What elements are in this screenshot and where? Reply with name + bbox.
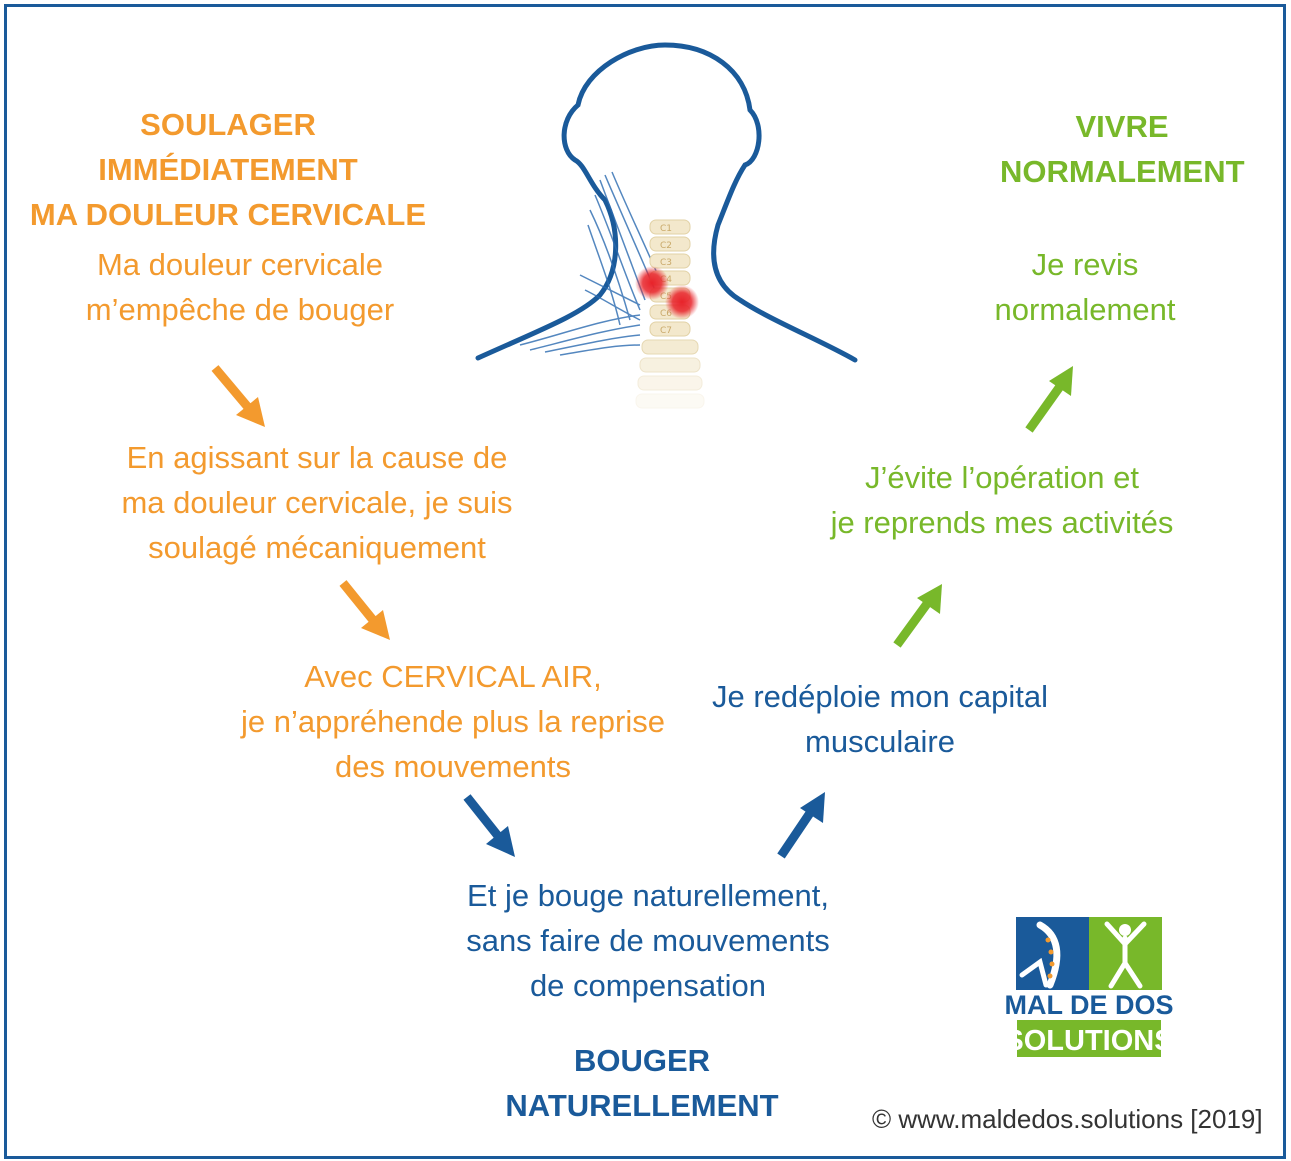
title-line: BOUGER [573,1043,711,1078]
title-soulager: SOULAGER IMMÉDIATEMENT MA DOULEUR CERVIC… [28,102,428,237]
step-cervical-air: Avec CERVICAL AIR, je n’appréhende plus … [233,654,673,789]
vertebra-label: C2 [660,241,672,251]
arrow-icon [1025,366,1073,433]
title-line: VIVRE [1075,109,1169,144]
step-line: ma douleur cervicale, je suis [121,485,513,520]
vertebra-label: C3 [660,258,672,268]
pain-spot [635,266,669,300]
step-line: de compensation [529,968,767,1003]
title-vivre: VIVRE NORMALEMENT [1000,104,1245,194]
step-line: Avec CERVICAL AIR, [304,659,602,694]
step-evite: J’évite l’opération et je reprends mes a… [820,455,1184,545]
vertebra-label: C6 [660,309,672,319]
vertebra-label: C1 [660,224,672,234]
step-line: normalement [994,292,1176,327]
step-line: je n’appréhende plus la reprise [241,704,665,739]
title-line: SOULAGER IMMÉDIATEMENT [98,107,358,187]
title-line: NATURELLEMENT [505,1088,779,1123]
step-line: En agissant sur la cause de [126,440,508,475]
step-line: Je redéploie mon capital [711,679,1049,714]
arrow-icon [777,792,825,859]
step-line: des mouvements [334,749,572,784]
step-redeploie: Je redéploie mon capital musculaire [700,674,1060,764]
spine-figure-icon [1036,921,1061,989]
step-bouge: Et je bouge naturellement, sans faire de… [448,873,848,1008]
step-revis: Je revis normalement [975,242,1195,332]
pain-spot [665,285,699,319]
step-line: sans faire de mouvements [466,923,830,958]
step-line: musculaire [805,724,955,759]
arrow-icon [463,794,515,857]
step-line: J’évite l’opération et [865,460,1139,495]
step-line: soulagé mécaniquement [148,530,486,565]
title-line: NORMALEMENT [1000,154,1245,189]
step-douleur: Ma douleur cervicale m’empêche de bouger [60,242,420,332]
step-agissant: En agissant sur la cause de ma douleur c… [107,435,527,570]
person-figure-icon [1104,921,1147,989]
step-line: Je revis [1031,247,1139,282]
title-line: MA DOULEUR CERVICALE [29,197,427,232]
logo-line-1: MAL DE DOS [1004,990,1173,1020]
step-line: Ma douleur cervicale [96,247,384,282]
copyright: © www.maldedos.solutions [2019] [872,1104,1263,1134]
step-line: m’empêche de bouger [85,292,395,327]
vertebra-label: C7 [660,326,672,336]
arrow-icon [893,584,942,648]
arrow-icon [211,365,265,427]
step-line: je reprends mes activités [830,505,1174,540]
step-line: Et je bouge naturellement, [467,878,829,913]
arrow-icon [339,580,390,640]
title-bouger: BOUGER NATURELLEMENT [492,1038,792,1128]
logo-line-2: SOLUTIONS [1004,1025,1173,1057]
